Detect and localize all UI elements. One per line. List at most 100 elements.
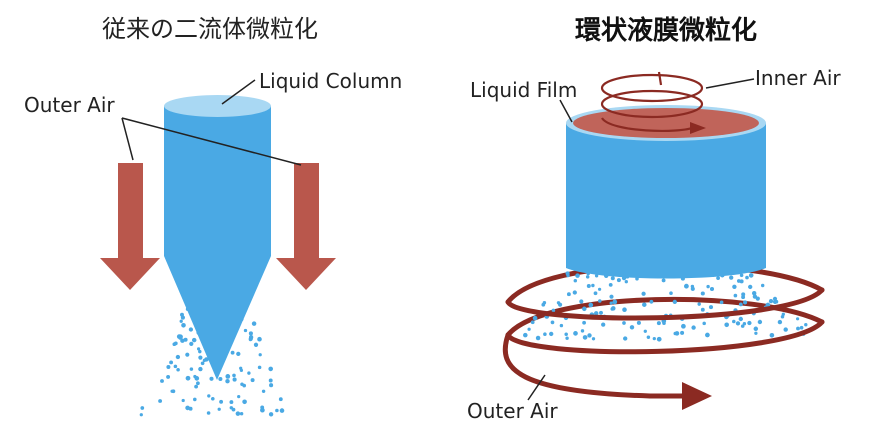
droplet bbox=[760, 283, 765, 288]
droplet bbox=[559, 323, 564, 328]
droplet bbox=[587, 333, 592, 338]
droplet bbox=[229, 406, 234, 410]
droplet bbox=[649, 299, 654, 304]
droplet bbox=[532, 315, 538, 321]
droplet bbox=[656, 321, 661, 326]
droplet bbox=[247, 371, 251, 375]
droplet bbox=[523, 332, 528, 338]
droplet bbox=[543, 332, 547, 336]
liquid-film-top bbox=[573, 108, 759, 138]
left-title: 従来の二流体微粒化 bbox=[102, 15, 318, 43]
droplet bbox=[636, 320, 641, 325]
droplet bbox=[248, 331, 253, 336]
droplet bbox=[769, 332, 775, 338]
droplet bbox=[175, 354, 181, 360]
left-outer-air-label: Outer Air bbox=[24, 93, 115, 117]
droplet bbox=[550, 320, 555, 325]
droplet bbox=[582, 306, 587, 312]
droplet bbox=[169, 360, 174, 365]
droplet bbox=[564, 332, 568, 337]
droplet bbox=[783, 327, 788, 332]
droplet bbox=[601, 322, 606, 327]
droplet bbox=[700, 307, 705, 312]
droplet bbox=[237, 394, 241, 399]
droplet bbox=[239, 366, 243, 370]
liquid-column bbox=[164, 95, 271, 380]
droplet bbox=[593, 291, 598, 296]
droplet bbox=[193, 397, 197, 402]
droplet bbox=[253, 342, 259, 347]
droplet bbox=[752, 291, 757, 296]
droplet bbox=[240, 382, 244, 386]
droplet bbox=[176, 368, 180, 372]
droplet bbox=[612, 299, 618, 305]
droplet bbox=[566, 292, 571, 297]
droplet bbox=[542, 300, 547, 305]
droplet bbox=[225, 378, 230, 384]
droplet bbox=[171, 389, 176, 394]
droplet bbox=[140, 406, 145, 410]
droplet bbox=[716, 276, 720, 280]
droplet bbox=[661, 278, 666, 283]
droplet bbox=[202, 358, 207, 363]
droplet bbox=[599, 310, 603, 315]
droplet bbox=[642, 302, 647, 307]
droplet bbox=[173, 341, 178, 346]
droplet bbox=[757, 319, 763, 325]
droplet bbox=[180, 312, 184, 317]
droplet bbox=[166, 374, 171, 379]
droplet bbox=[196, 347, 201, 351]
droplet bbox=[248, 337, 253, 342]
droplet bbox=[183, 337, 188, 342]
droplet bbox=[622, 321, 626, 325]
droplet bbox=[739, 273, 744, 278]
droplet bbox=[747, 320, 752, 326]
droplet bbox=[573, 278, 578, 283]
droplet bbox=[565, 336, 569, 340]
droplet bbox=[527, 327, 531, 331]
droplet bbox=[225, 374, 231, 379]
droplet bbox=[672, 299, 677, 305]
droplet bbox=[594, 274, 599, 278]
droplet bbox=[754, 331, 758, 335]
liquid-column-label: Liquid Column bbox=[259, 69, 402, 93]
droplet bbox=[681, 323, 686, 329]
droplet bbox=[556, 301, 561, 305]
droplet bbox=[269, 383, 274, 388]
droplet bbox=[724, 322, 729, 328]
outer-air-arrowhead bbox=[682, 382, 712, 410]
droplet bbox=[684, 283, 689, 289]
droplet bbox=[279, 408, 285, 413]
droplet bbox=[755, 296, 760, 301]
droplet bbox=[181, 398, 185, 403]
droplet bbox=[706, 284, 710, 289]
droplet bbox=[549, 331, 554, 337]
droplet bbox=[211, 397, 215, 401]
droplet bbox=[229, 400, 234, 405]
droplet bbox=[705, 332, 710, 338]
droplet bbox=[597, 287, 602, 291]
droplet bbox=[729, 275, 734, 280]
droplet bbox=[566, 273, 570, 278]
droplet bbox=[189, 367, 194, 371]
droplet bbox=[535, 335, 541, 341]
droplet bbox=[198, 355, 203, 360]
droplet bbox=[622, 307, 627, 312]
droplet bbox=[230, 350, 235, 355]
droplet bbox=[748, 284, 753, 290]
droplet bbox=[579, 299, 584, 304]
droplet bbox=[643, 329, 647, 333]
droplet bbox=[217, 407, 221, 411]
droplet bbox=[232, 377, 237, 382]
droplet bbox=[242, 399, 247, 405]
droplet bbox=[209, 376, 214, 381]
droplet bbox=[777, 319, 783, 325]
droplet bbox=[586, 284, 591, 288]
droplet bbox=[609, 294, 614, 299]
droplet bbox=[735, 321, 741, 326]
droplet bbox=[180, 338, 185, 343]
droplet bbox=[580, 329, 585, 333]
droplet bbox=[189, 341, 194, 346]
droplet bbox=[697, 302, 701, 306]
droplet bbox=[206, 411, 211, 415]
